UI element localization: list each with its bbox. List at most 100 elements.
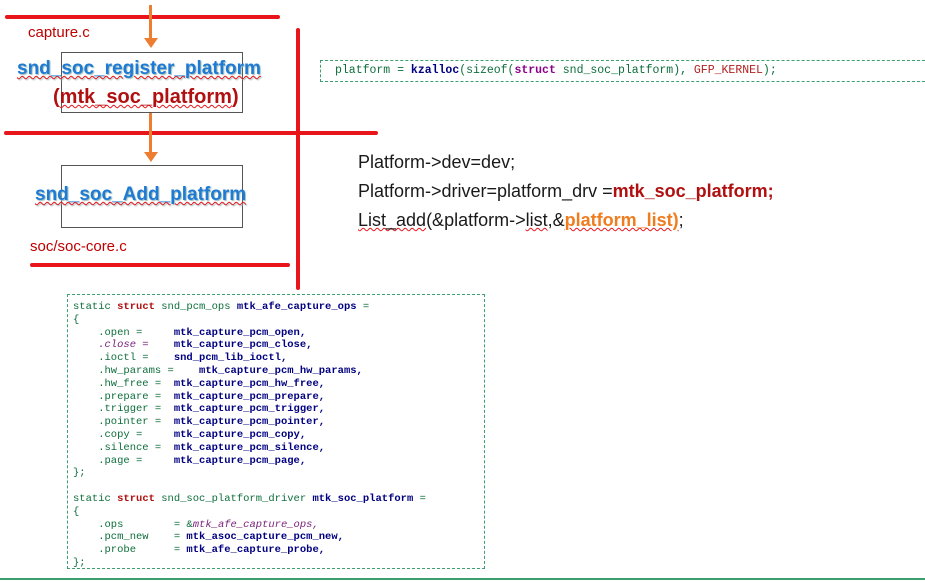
code-ops-field: .pointer = — [73, 416, 174, 429]
desc-line-3-end: ; — [678, 210, 684, 230]
code-ops-entry: .pointer = mtk_capture_pcm_pointer, — [73, 416, 484, 429]
code-ops-value: mtk_capture_pcm_prepare, — [173, 390, 326, 403]
register-platform-box — [61, 52, 243, 113]
kzalloc-func: kzalloc — [410, 64, 460, 77]
code-plat-value: mtk_afe_capture_ops, — [192, 518, 319, 531]
code-plat-entry: .ops = &mtk_afe_capture_ops, — [73, 519, 484, 532]
code-ops-field: .trigger = — [73, 403, 174, 416]
code-ops-struct-kw: struct — [117, 301, 155, 313]
code-ops-field: .copy = — [73, 428, 174, 441]
code-ops-value: mtk_capture_pcm_page, — [173, 454, 307, 467]
code-plat-amp: & — [186, 518, 193, 531]
desc-line-1: Platform->dev=dev; — [358, 152, 516, 172]
code-ops-entry: .ioctl = snd_pcm_lib_ioctl, — [73, 352, 484, 365]
desc-line-2: Platform->driver=platform_drv =mtk_soc_p… — [358, 181, 774, 202]
code-ops-static: static — [73, 301, 118, 313]
kzalloc-type: snd_soc_platform), — [555, 64, 694, 77]
code-plat-value: mtk_asoc_capture_pcm_new, — [186, 531, 344, 544]
code-ops-entry: .prepare = mtk_capture_pcm_prepare, — [73, 391, 484, 404]
code-ops-field: .ioctl = — [73, 352, 174, 365]
code-ops-entry: .copy = mtk_capture_pcm_copy, — [73, 429, 484, 442]
code-plat-type: snd_soc_platform_driver — [154, 492, 313, 505]
code-close-brace: }; — [73, 467, 86, 480]
code-plat-field: .ops = — [73, 518, 187, 531]
desc-line-3-list: list — [525, 210, 548, 230]
separator-vertical — [296, 28, 300, 290]
code-open-brace: { — [73, 313, 80, 326]
kzalloc-open: (sizeof( — [459, 64, 515, 77]
code-ops-value: snd_pcm_lib_ioctl, — [173, 352, 288, 365]
desc-line-2-prefix: Platform->driver=platform_drv = — [358, 181, 613, 201]
core-file-label: soc/soc-core.c — [30, 238, 127, 255]
arg-open-paren: ( — [53, 86, 60, 108]
kzalloc-struct-kw: struct — [514, 64, 556, 77]
code-plat-close-brace: }; — [73, 556, 86, 569]
code-ops-value: mtk_capture_pcm_silence, — [173, 441, 326, 454]
bottom-divider — [0, 578, 925, 580]
register-platform-arg: (mtk_soc_platform) — [53, 86, 239, 109]
code-plat-entry: .pcm_new = mtk_asoc_capture_pcm_new, — [73, 531, 484, 544]
kzalloc-macro: GFP_KERNEL — [693, 64, 763, 77]
code-plat-decl: static struct snd_soc_platform_driver mt… — [73, 493, 484, 506]
code-ops-field: .open = — [73, 326, 174, 339]
code-ops-list: .open = mtk_capture_pcm_open, .close = m… — [73, 327, 484, 468]
code-ops-value: mtk_capture_pcm_pointer, — [173, 416, 326, 429]
code-ops-value: mtk_capture_pcm_trigger, — [173, 403, 326, 416]
desc-line-3-arg: (&platform-> — [426, 210, 526, 230]
code-ops-value: mtk_capture_pcm_copy, — [173, 428, 307, 441]
add-platform-box — [61, 165, 243, 228]
arrow-down-head — [144, 152, 158, 162]
code-ops-field: .hw_free = — [73, 377, 174, 390]
arrow-in-shaft — [149, 5, 152, 41]
code-plat-static: static — [73, 492, 118, 505]
code-plat-open-brace: { — [73, 505, 80, 518]
desc-line-3-sep: ,& — [547, 210, 565, 230]
code-ops-entry: .page = mtk_capture_pcm_page, — [73, 455, 484, 468]
separator-bottom — [30, 263, 290, 267]
kzalloc-code-box: platform = kzalloc(sizeof(struct snd_soc… — [320, 60, 925, 82]
desc-line-3-highlight: platform_list) — [564, 210, 679, 230]
code-plat-entry: .probe = mtk_afe_capture_probe, — [73, 544, 484, 557]
arrow-down-shaft — [149, 113, 152, 153]
desc-line-3: List_add(&platform->list,&platform_list)… — [358, 210, 684, 231]
code-snippet-box: static struct snd_pcm_ops mtk_afe_captur… — [67, 294, 485, 569]
code-ops-field: .page = — [73, 454, 174, 467]
register-platform-label: snd_soc_register_platform — [17, 58, 261, 79]
code-ops-entry: .hw_params = mtk_capture_pcm_hw_params, — [73, 365, 484, 378]
add-platform-label: snd_soc_Add_platform — [35, 184, 247, 205]
code-ops-entry: .open = mtk_capture_pcm_open, — [73, 327, 484, 340]
code-ops-entry: .close = mtk_capture_pcm_close, — [73, 339, 484, 352]
code-ops-field: .silence = — [73, 441, 174, 454]
desc-line-2-highlight: mtk_soc_platform; — [612, 181, 774, 201]
code-ops-value: mtk_capture_pcm_hw_params, — [199, 364, 363, 377]
code-ops-decl: static struct snd_pcm_ops mtk_afe_captur… — [73, 301, 484, 314]
code-plat-list: .ops = &mtk_afe_capture_ops, .pcm_new = … — [73, 519, 484, 557]
arg-close-paren: ) — [231, 86, 239, 108]
code-ops-entry: .silence = mtk_capture_pcm_silence, — [73, 442, 484, 455]
separator-top — [5, 15, 280, 19]
code-plat-name: mtk_soc_platform — [312, 492, 414, 505]
capture-file-label: capture.c — [28, 24, 90, 41]
code-ops-value: mtk_capture_pcm_hw_free, — [173, 377, 326, 390]
arrow-in-head — [144, 38, 158, 48]
code-plat-field: .pcm_new = — [73, 531, 187, 544]
code-plat-eq: = — [413, 492, 426, 505]
kzalloc-lhs: platform = — [335, 64, 411, 77]
code-ops-field: .hw_params = — [73, 364, 200, 377]
code-plat-field: .probe = — [73, 544, 187, 557]
arg-name: mtk_soc_platform — [59, 86, 232, 108]
code-ops-field: .prepare = — [73, 390, 174, 403]
code-ops-value: mtk_capture_pcm_close, — [173, 339, 313, 352]
code-blank-line — [73, 480, 484, 493]
separator-middle — [4, 131, 378, 135]
code-ops-value: mtk_capture_pcm_open, — [173, 326, 307, 339]
code-ops-name: mtk_afe_capture_ops — [236, 301, 357, 313]
code-ops-entry: .trigger = mtk_capture_pcm_trigger, — [73, 403, 484, 416]
code-ops-field: .close = — [73, 339, 174, 352]
kzalloc-close: ); — [762, 64, 777, 77]
code-plat-struct-kw: struct — [117, 492, 155, 505]
code-ops-eq: = — [356, 301, 370, 313]
code-ops-entry: .hw_free = mtk_capture_pcm_hw_free, — [73, 378, 484, 391]
desc-line-3-listadd: List_add — [358, 210, 427, 230]
code-ops-type: snd_pcm_ops — [154, 301, 237, 313]
